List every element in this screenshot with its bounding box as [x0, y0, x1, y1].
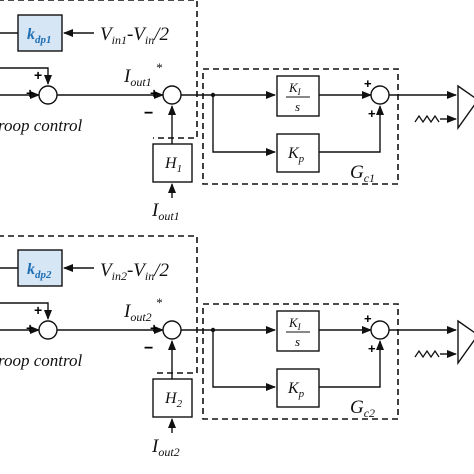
kp-label-2: Kp — [287, 380, 305, 400]
pwm-comparator-1 — [457, 84, 474, 131]
sign-2b-left: + — [150, 320, 158, 336]
kdp-to-sum-1 — [0, 67, 52, 85]
carrier-sawtooth-1 — [414, 114, 440, 124]
sign-1b-bottom: − — [144, 105, 153, 122]
iout-label-2: Iout2 — [151, 436, 180, 459]
carrier-sawtooth-2 — [414, 349, 440, 359]
sign-2b-bottom: − — [144, 340, 153, 357]
pwm-comparator-2 — [457, 319, 474, 366]
summing-junction-2a — [38, 320, 58, 340]
summing-junction-2c — [370, 320, 390, 340]
error-to-kp-1 — [212, 95, 276, 156]
sign-2a-top: + — [34, 302, 42, 318]
kp-label-1: Kp — [287, 145, 305, 165]
ki-block-2 — [276, 310, 320, 352]
sign-1a-left: + — [26, 85, 34, 101]
kdp-label-1: kdp1 — [27, 26, 52, 46]
kp-to-sum-2 — [319, 340, 384, 388]
gc-controller-boundary-1 — [202, 68, 399, 185]
sign-2c-top: + — [364, 311, 372, 326]
sign-1c-bottom: + — [368, 106, 376, 121]
vin-diff-label-2: Vin2-Vin/2 — [100, 260, 170, 283]
iout-ref-label-1: Iout1* — [123, 60, 163, 89]
ki-den-1: s — [295, 99, 300, 114]
ki-den-2: s — [295, 334, 300, 349]
h-label-2: H2 — [164, 390, 183, 410]
gc-label-1: Gc1 — [350, 162, 375, 185]
kp-to-sum-1 — [319, 105, 384, 153]
summing-junction-1b — [162, 85, 182, 105]
ki-num-2: KI — [288, 315, 302, 332]
sign-1b-left: + — [150, 85, 158, 101]
summing-junction-1a — [38, 85, 58, 105]
iout-ref-label-2: Iout2* — [123, 295, 163, 324]
kdp-label-2: kdp2 — [27, 261, 52, 281]
droop-control-label-2: roop control — [0, 351, 82, 370]
gc-controller-boundary-2 — [202, 303, 399, 420]
sign-2c-bottom: + — [368, 341, 376, 356]
droop-control-label-1: roop control — [0, 116, 82, 135]
vin-diff-label-1: Vin1-Vin/2 — [100, 24, 170, 47]
channel-1: kdp1 Vin1-Vin/2 + + Iout1* + − roop cont… — [0, 0, 474, 223]
h-label-1: H1 — [164, 155, 182, 175]
gc-label-2: Gc2 — [350, 397, 375, 420]
kdp-to-sum-2 — [0, 302, 52, 320]
ki-num-1: KI — [288, 80, 302, 97]
kp-block-1 — [276, 133, 320, 173]
summing-junction-2b — [162, 320, 182, 340]
kp-block-2 — [276, 368, 320, 408]
sign-2a-left: + — [26, 320, 34, 336]
ki-block-1 — [276, 75, 320, 117]
sign-1a-top: + — [34, 67, 42, 83]
error-to-kp-2 — [212, 330, 276, 391]
sign-1c-top: + — [364, 76, 372, 91]
channel-2: kdp2 Vin2-Vin/2 + + Iout2* + − roop cont… — [0, 235, 474, 459]
summing-junction-1c — [370, 85, 390, 105]
iout-label-1: Iout1 — [151, 200, 180, 223]
